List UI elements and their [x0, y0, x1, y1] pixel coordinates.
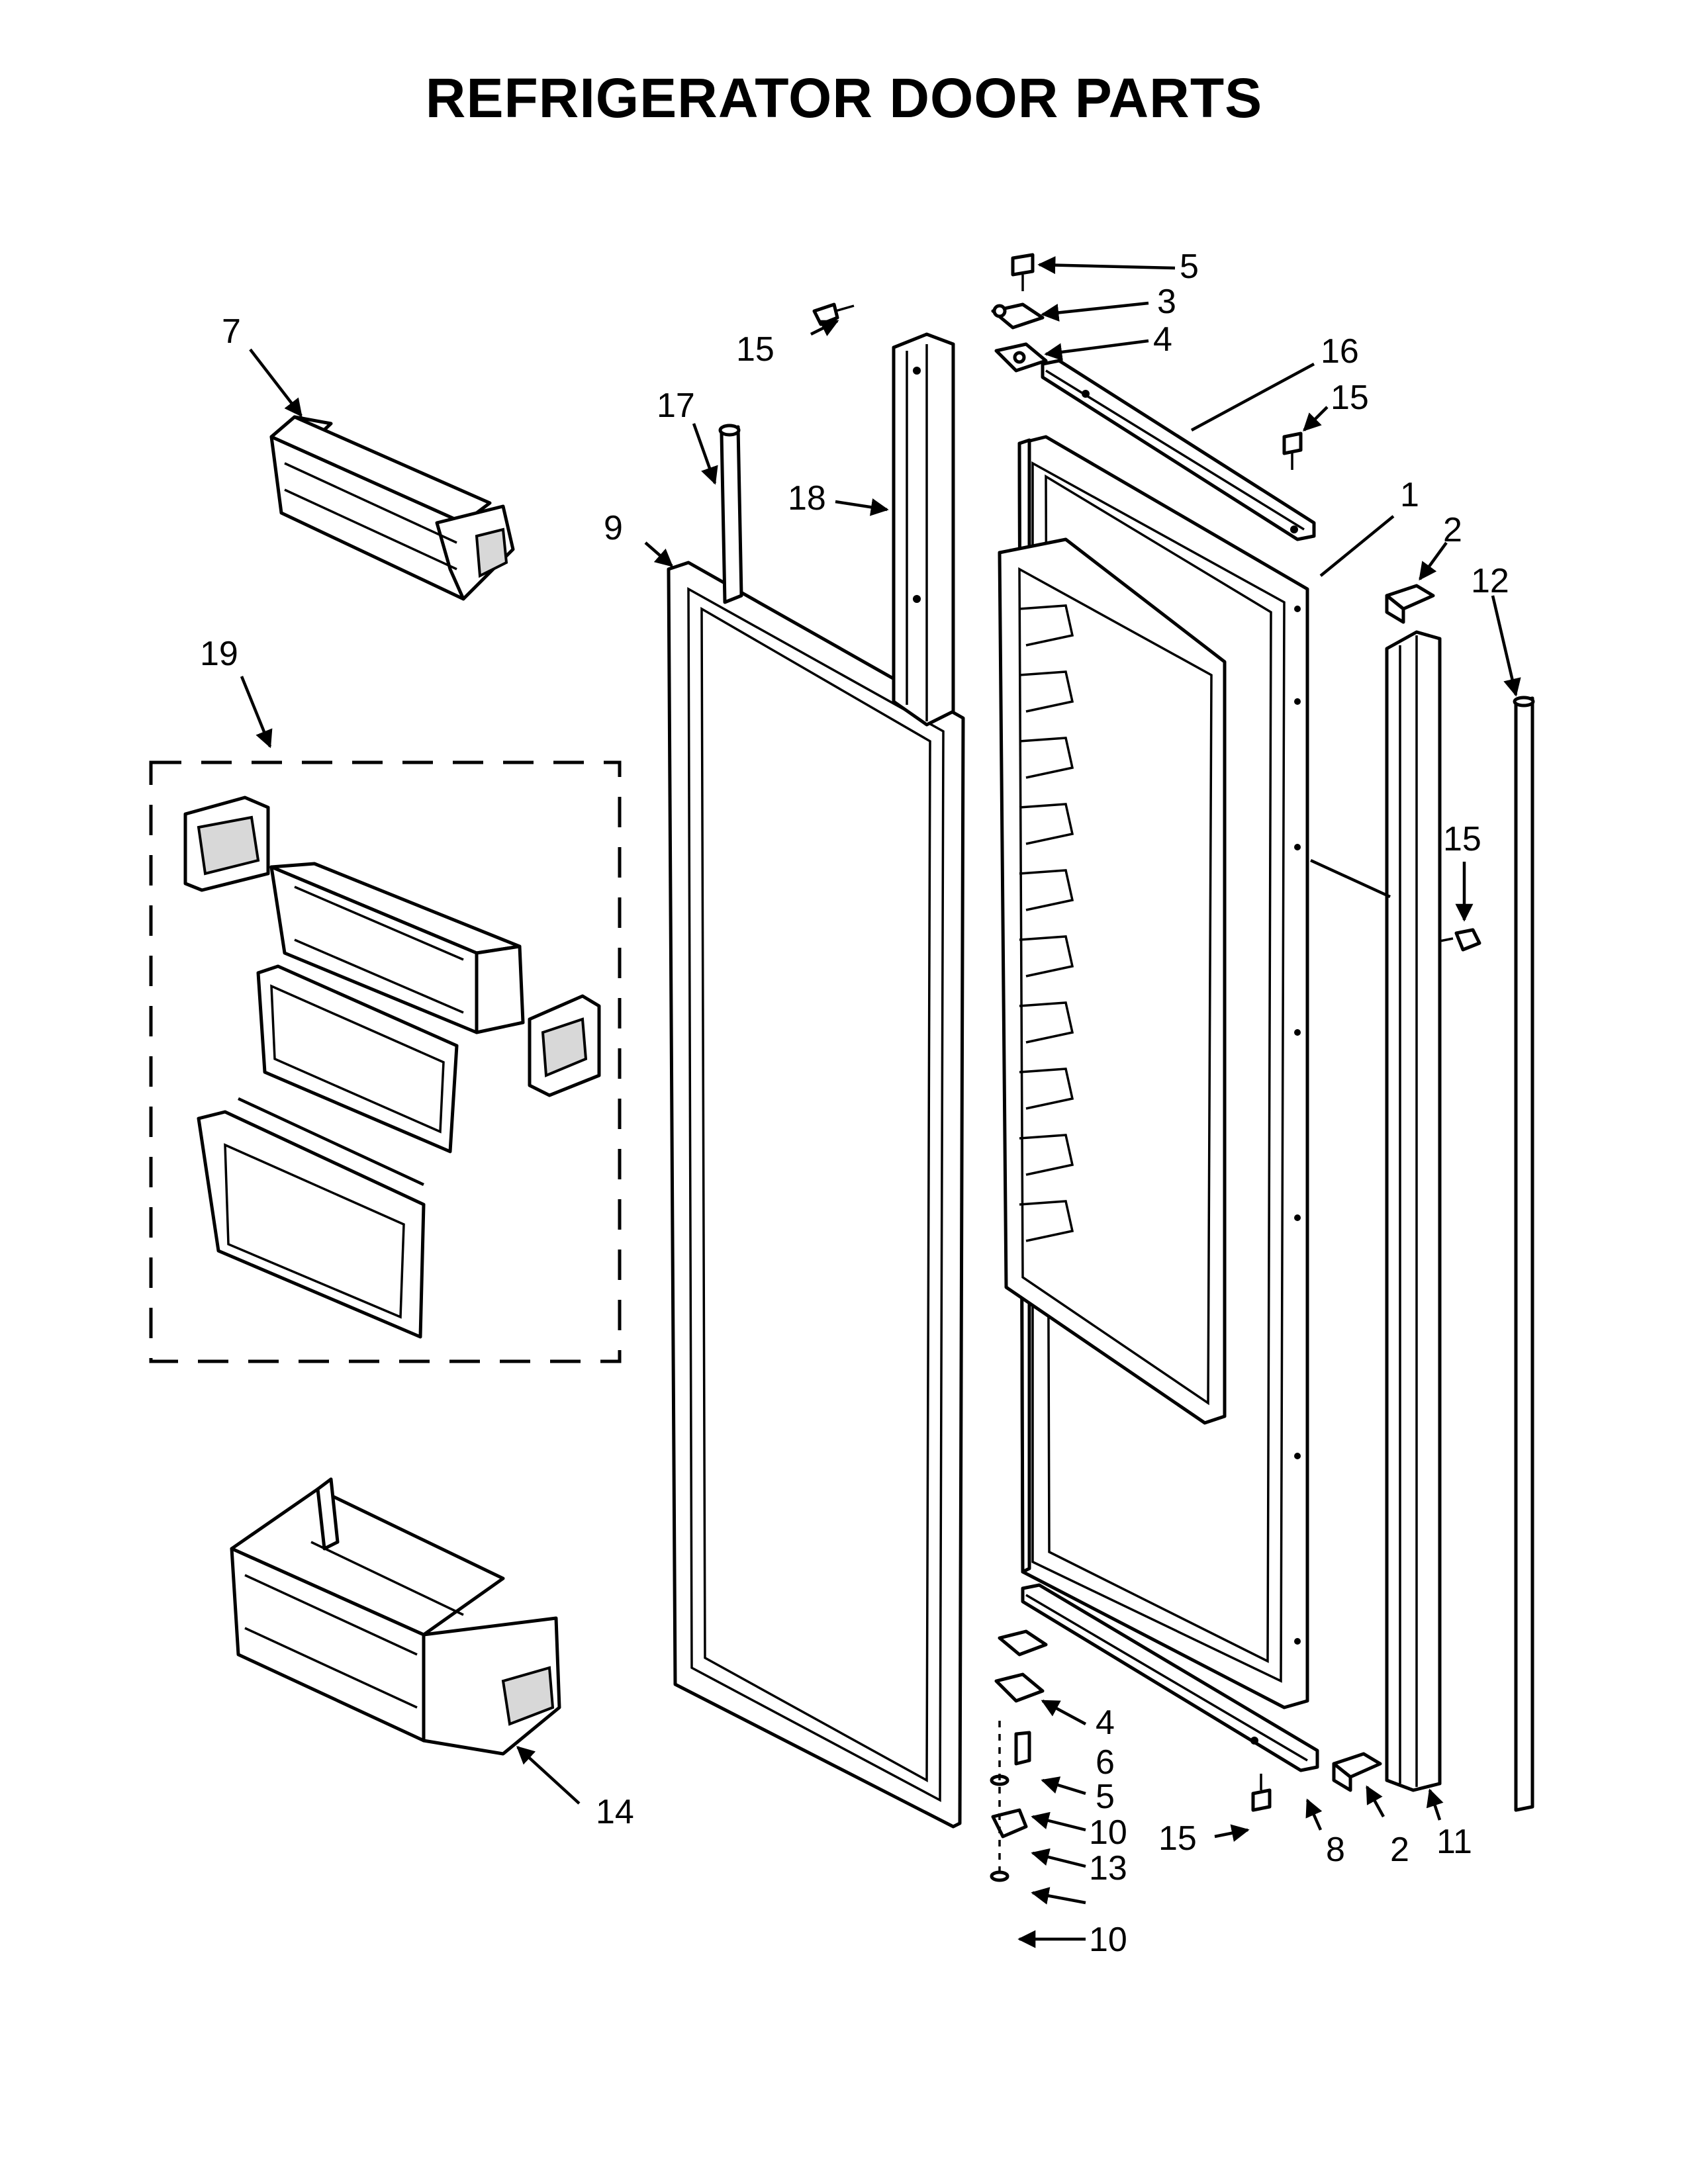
callout-15-c: 15 — [1443, 820, 1481, 858]
screw-15-d — [1251, 1774, 1272, 1812]
callout-19: 19 — [200, 635, 238, 673]
callout-5-a: 5 — [1180, 248, 1199, 286]
screw-15-c — [1439, 928, 1481, 952]
callout-7: 7 — [222, 312, 241, 351]
callout-15-b: 15 — [1331, 379, 1369, 417]
callout-8: 8 — [1326, 1831, 1345, 1869]
callout-13: 13 — [1089, 1849, 1127, 1888]
callout-4-b: 4 — [1096, 1704, 1115, 1742]
door-seal-strip-part — [1513, 696, 1535, 1812]
door-trim-part — [1385, 630, 1442, 1792]
callout-2-a: 2 — [1443, 511, 1462, 549]
callout-18: 18 — [788, 479, 826, 518]
callout-4-a: 4 — [1153, 320, 1172, 359]
door-bin-large-part — [230, 1477, 561, 1756]
callout-5-b: 5 — [1096, 1778, 1115, 1816]
callout-17: 17 — [657, 387, 695, 425]
callout-15-a: 15 — [736, 330, 774, 369]
door-liner-part — [998, 435, 1309, 1709]
callout-9: 9 — [604, 509, 623, 547]
leader-lines — [240, 256, 1521, 1948]
screw-15-b — [1282, 432, 1303, 470]
hinge-hardware-bottom — [990, 1629, 1048, 1882]
assembly-group-outline — [149, 760, 622, 1363]
hinge-cap-top — [1385, 584, 1435, 624]
callout-2-b: 2 — [1390, 1831, 1409, 1869]
door-gasket-part — [667, 561, 965, 1829]
callout-10-a: 10 — [1089, 1813, 1127, 1852]
callout-14: 14 — [596, 1793, 634, 1831]
callout-6: 6 — [1096, 1743, 1115, 1782]
door-channel-part — [892, 332, 955, 727]
hinge-hardware-top — [991, 253, 1048, 373]
callout-10-b: 10 — [1089, 1921, 1127, 1959]
door-bin-small-part — [269, 415, 515, 601]
callout-12: 12 — [1471, 562, 1509, 600]
callout-1: 1 — [1400, 476, 1419, 514]
screw-15-a — [812, 302, 855, 326]
tube-part — [718, 424, 743, 604]
bottom-door-bracket-part — [1021, 1583, 1319, 1772]
callout-11: 11 — [1436, 1823, 1472, 1861]
crisper-assembly-parts — [183, 796, 601, 1339]
page-title: REFRIGERATOR DOOR PARTS — [425, 67, 1263, 129]
callout-16: 16 — [1321, 332, 1359, 371]
callout-15-d: 15 — [1158, 1819, 1197, 1858]
hinge-cap-bottom — [1332, 1752, 1382, 1792]
callout-3: 3 — [1157, 283, 1176, 321]
